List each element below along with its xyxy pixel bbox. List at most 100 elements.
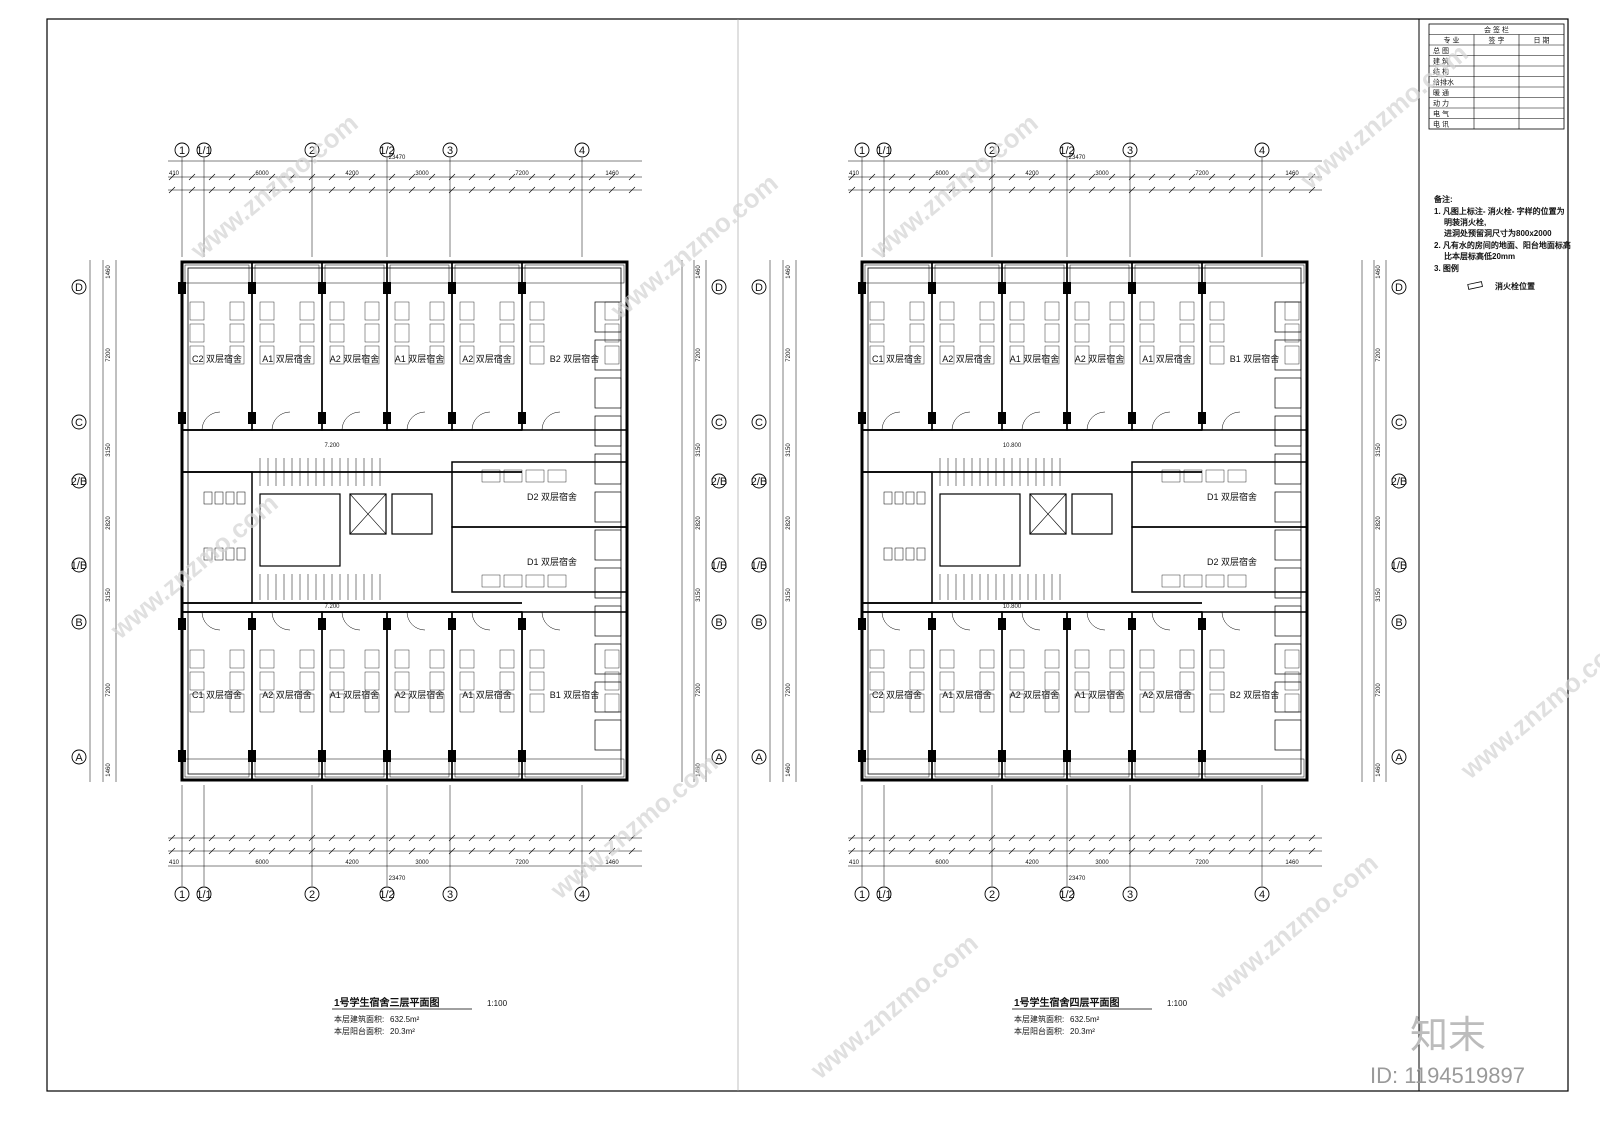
axis-label-column: 2 (989, 889, 995, 901)
bunk-bed (189, 345, 205, 365)
dimension-tick (248, 186, 256, 194)
bunk-bed (1227, 469, 1247, 483)
brand-logo-text: 知末 (1410, 1015, 1486, 1057)
bunk-bed (1209, 301, 1225, 321)
bunk-bed (499, 693, 515, 713)
dimension-tick (1188, 847, 1196, 855)
structural-column (318, 750, 326, 762)
dimension-tick (1248, 186, 1256, 194)
bunk-bed (229, 649, 245, 669)
bunk-bed (939, 323, 955, 343)
bunk-bed (1044, 671, 1060, 691)
room-label: A1 双层宿舍 (1075, 689, 1125, 700)
structural-column (1128, 750, 1136, 762)
dimension-tick (1048, 834, 1056, 842)
dimension-side: 1460 (786, 763, 792, 777)
bunk-bed (869, 301, 885, 321)
dimension-tick (468, 847, 476, 855)
axis-bubble (574, 886, 590, 902)
bunk-bed (364, 649, 380, 669)
dimension-tick (408, 834, 416, 842)
washroom (181, 471, 253, 604)
dimension-tick (408, 847, 416, 855)
bunk-bed (1183, 574, 1203, 588)
dimension-tick (548, 173, 556, 181)
axis-bubble (1391, 749, 1407, 765)
bunk-bed (1109, 345, 1125, 365)
axis-label-row: A (755, 752, 763, 764)
dimension-tick (228, 173, 236, 181)
bunk-bed (869, 671, 885, 691)
dimension-bay: 3000 (1095, 860, 1109, 866)
signature-table: 会 签 栏专 业签 字日 期总 图建 筑结 构给排水暖 通动 力电 气电 讯 (1428, 23, 1565, 130)
bunk-bed (189, 671, 205, 691)
axis-bubble (984, 886, 1000, 902)
corridor-length: 10.800 (1003, 443, 1022, 449)
axis-label-row: 2/B (711, 476, 728, 488)
structural-column (928, 282, 936, 294)
balcony (184, 264, 250, 284)
bunk-bed (229, 693, 245, 713)
dimension-tick (328, 834, 336, 842)
axis-label-column: 1/2 (1059, 145, 1074, 157)
dimension-tick (308, 834, 316, 842)
dimension-tick (1248, 173, 1256, 181)
axis-bubble (1391, 473, 1407, 489)
bathroom-unit (1274, 529, 1302, 561)
dimension-side: 3150 (786, 443, 792, 457)
room-label: B2 双层宿舍 (1230, 689, 1280, 700)
bunk-bed (189, 323, 205, 343)
balcony (1069, 758, 1130, 778)
dimension-tick (208, 847, 216, 855)
axis-bubble (711, 473, 727, 489)
bunk-bed (1044, 649, 1060, 669)
structural-column (1198, 282, 1206, 294)
dimension-tick (608, 186, 616, 194)
dimension-tick (1148, 186, 1156, 194)
bunk-bed (364, 301, 380, 321)
watermark-text: www.znzmo.com (544, 748, 724, 906)
bunk-bed (604, 323, 620, 343)
dimension-tick (1148, 847, 1156, 855)
bunk-bed (1284, 345, 1300, 365)
axis-label-row: D (1395, 282, 1403, 294)
dimension-tick (188, 173, 196, 181)
bathroom-unit (1274, 643, 1302, 675)
dimension-tick (888, 834, 896, 842)
room-label: A1 双层宿舍 (1010, 353, 1060, 364)
structural-column (1128, 412, 1136, 424)
bunk-bed (189, 649, 205, 669)
axis-label-row: 2/B (1391, 476, 1408, 488)
dimension-bay: 410 (169, 860, 180, 866)
dimension-side: 3150 (106, 588, 112, 602)
dimension-tick (568, 173, 576, 181)
dimension-tick (508, 173, 516, 181)
dimension-tick (1208, 173, 1216, 181)
dimension-tick (408, 173, 416, 181)
bunk-bed (1109, 693, 1125, 713)
axis-bubble (174, 142, 190, 158)
axis-label-row: 1/B (1391, 560, 1408, 572)
axis-bubble (174, 886, 190, 902)
door-swing (471, 411, 491, 431)
balcony (864, 758, 930, 778)
bunk-bed (429, 693, 445, 713)
dimension-tick (508, 834, 516, 842)
dimension-total: 23470 (389, 155, 406, 161)
structural-column (178, 750, 186, 762)
axis-label-row: D (715, 282, 723, 294)
bunk-bed (525, 574, 545, 588)
structural-column (318, 618, 326, 630)
dimension-tick (348, 847, 356, 855)
axis-bubble (1122, 142, 1138, 158)
plan-scale: 1:100 (487, 999, 508, 1008)
legend-label: 消火栓位置 (1495, 281, 1535, 291)
dimension-tick (988, 834, 996, 842)
bunk-bed (229, 671, 245, 691)
bathroom-unit (1274, 605, 1302, 637)
area-value: 20.3m² (390, 1027, 415, 1036)
dimension-tick (1128, 847, 1136, 855)
note-line-6: 3. 图例 (1434, 263, 1459, 273)
